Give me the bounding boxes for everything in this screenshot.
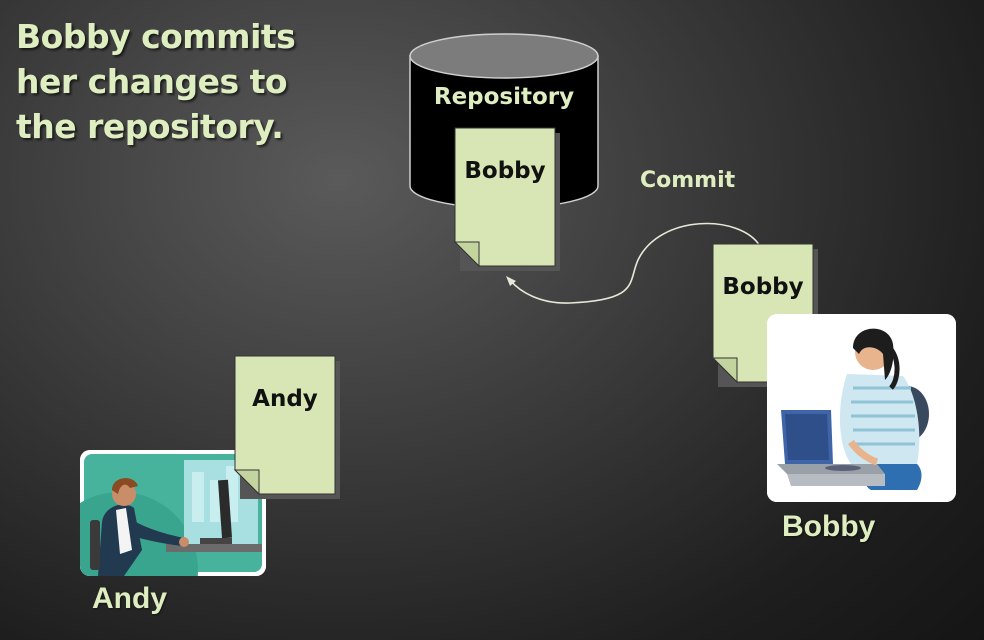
- andy-document-label: Andy: [252, 386, 318, 412]
- document-icon: [453, 127, 560, 271]
- commit-label: Commit: [640, 168, 736, 193]
- person-at-computer-icon: [767, 314, 956, 502]
- title-line-3: the repository.: [16, 107, 284, 146]
- slide-title: Bobby commits her changes to the reposit…: [16, 14, 316, 149]
- document-icon: [233, 355, 340, 499]
- bobby-name-label: Bobby: [782, 510, 876, 543]
- bobby-photo: [767, 314, 956, 502]
- repository-label: Repository: [433, 84, 575, 110]
- repository-document: Bobby: [453, 127, 560, 271]
- repository-document-label: Bobby: [464, 158, 546, 184]
- title-line-2: her changes to: [16, 62, 288, 101]
- andy-name-label: Andy: [92, 582, 167, 615]
- commit-document-label: Bobby: [722, 274, 804, 300]
- andy-document: Andy: [233, 355, 340, 499]
- title-line-1: Bobby commits: [16, 17, 296, 56]
